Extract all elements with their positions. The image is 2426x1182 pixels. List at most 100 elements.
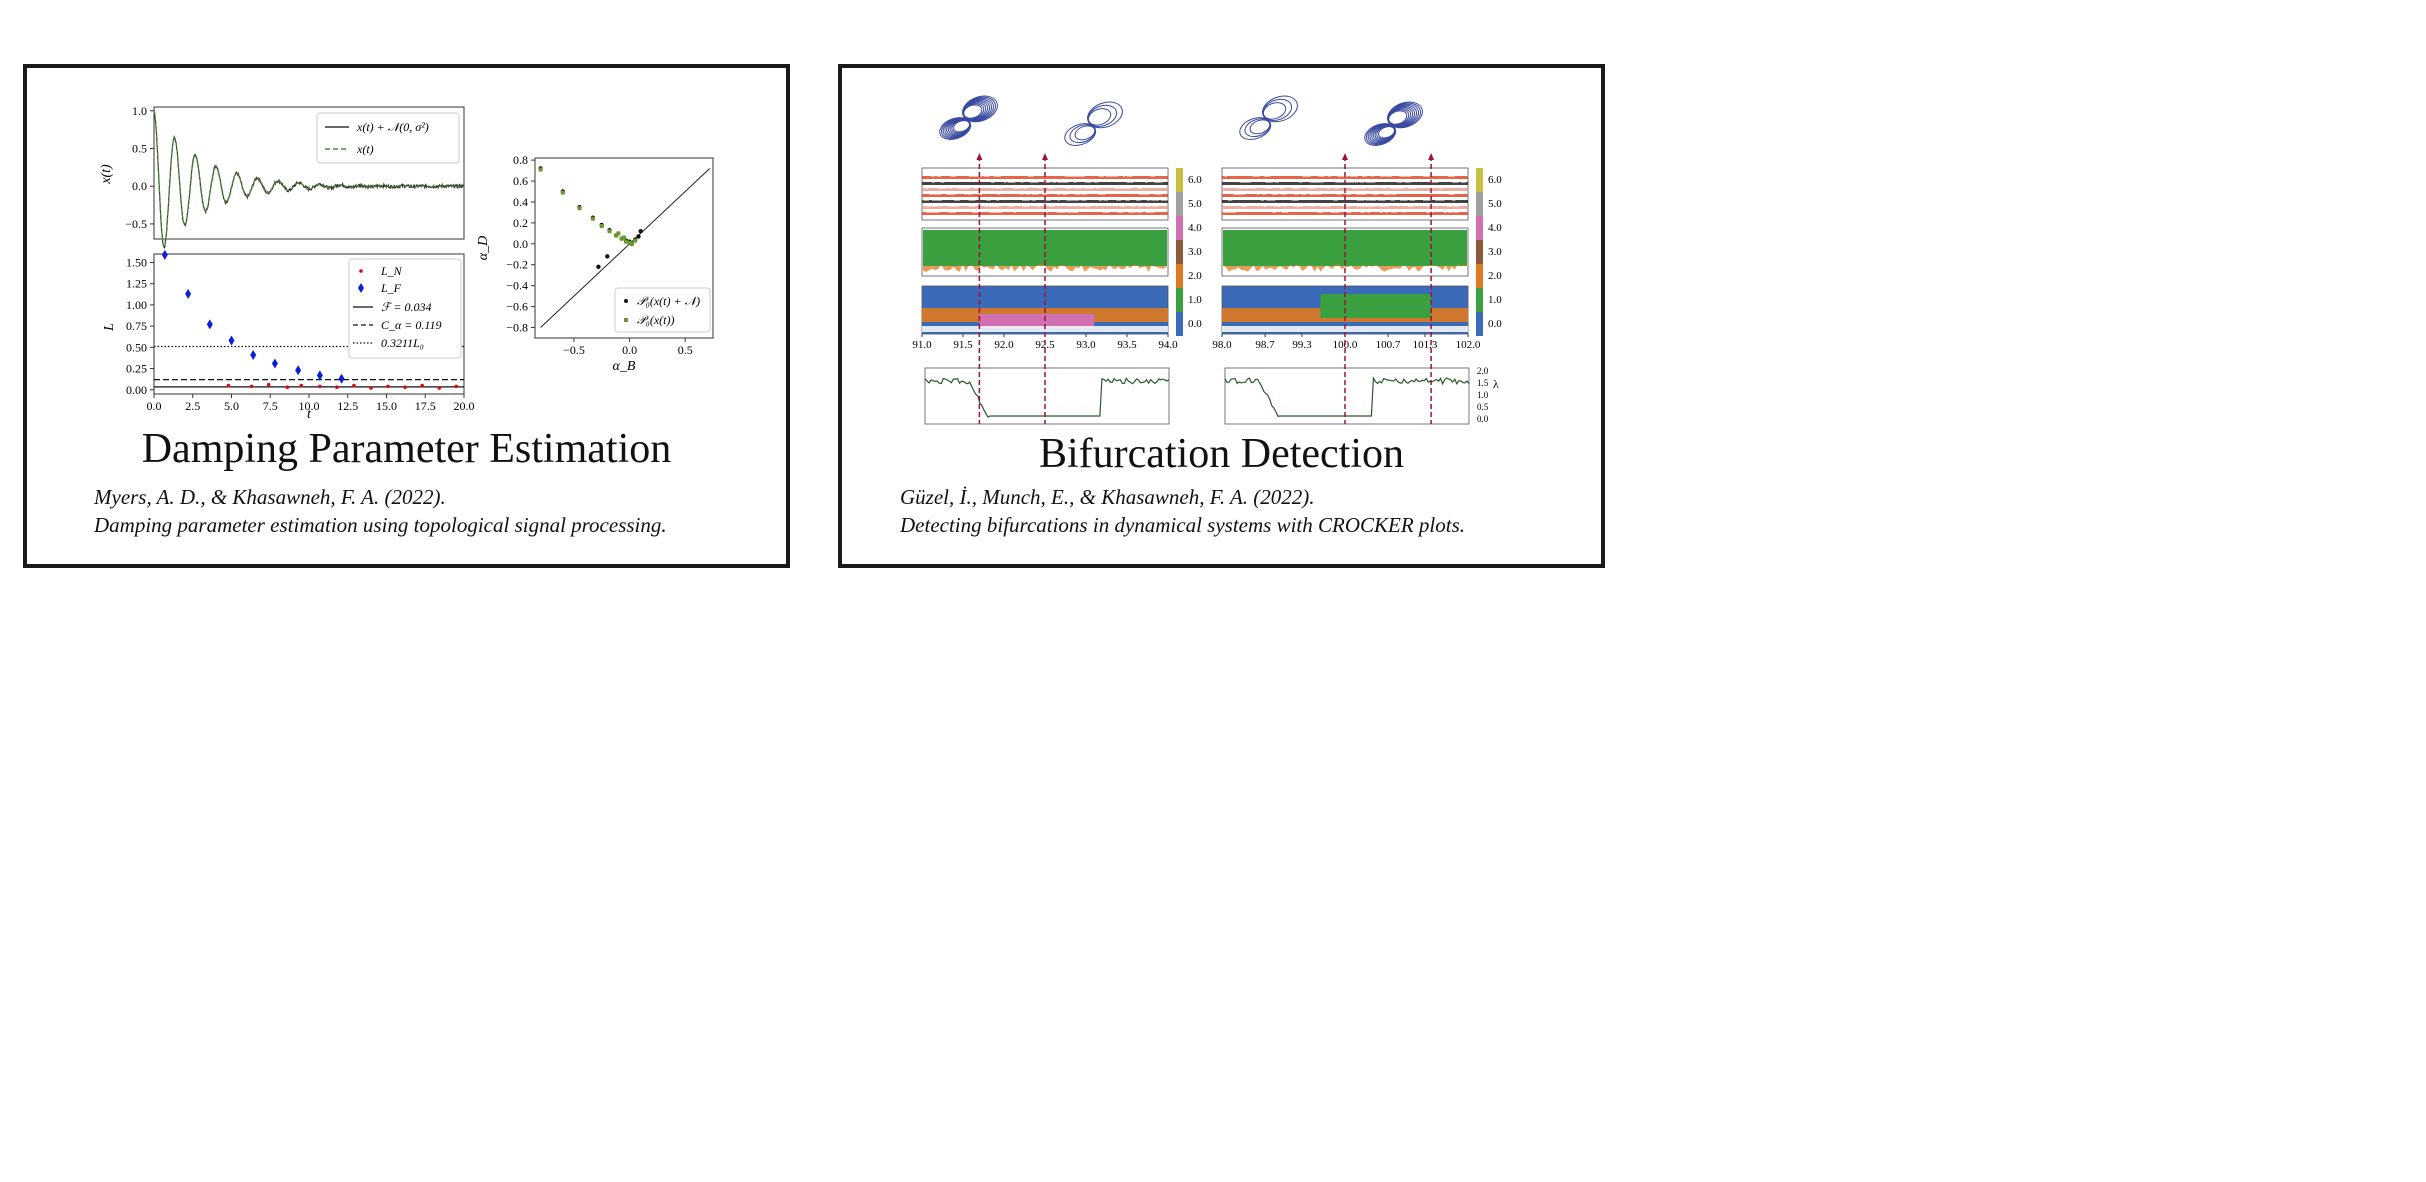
- lambda-ytick-label: 2.0: [1477, 366, 1489, 376]
- crocker-xtick-label: 99.3: [1292, 339, 1312, 351]
- crocker-colorbar: 6.05.04.03.02.01.00.0: [1176, 168, 1202, 336]
- colorbar-tick-label: 0.0: [1488, 318, 1502, 330]
- lifetime-xtick-label: 15.0: [376, 399, 397, 413]
- lambda-ytick-label: 0.5: [1477, 402, 1489, 412]
- lifetime-xtick-label: 10.0: [299, 399, 320, 413]
- ln-point: [226, 383, 231, 388]
- ln-point: [352, 383, 356, 388]
- crocker-colorbar: 6.05.04.03.02.01.00.0: [1476, 168, 1502, 336]
- pd-noisy-point: [605, 254, 610, 259]
- pd-noisy-point: [636, 234, 641, 239]
- ln-point: [335, 385, 339, 390]
- legend-calpha-label: C_α = 0.119: [381, 318, 442, 332]
- pd-noisy-point: [596, 264, 601, 270]
- bifurcation-citation-authors: Güzel, İ., Munch, E., & Khasawneh, F. A.…: [900, 485, 1315, 509]
- signal-ytick-label: 0.0: [132, 179, 147, 193]
- damping-citation-paper: Damping parameter estimation using topol…: [94, 513, 667, 537]
- clean-signal-line: [153, 110, 464, 248]
- crocker-xtick-label: 101.3: [1413, 339, 1438, 351]
- pd-xtick-label: 0.0: [622, 343, 637, 357]
- lf-point: [295, 365, 302, 376]
- ln-point: [403, 385, 407, 390]
- crocker-xtick-label: 91.5: [953, 339, 973, 351]
- attractor-sketch: [1064, 101, 1123, 146]
- pd-ytick-label: 0.8: [513, 153, 528, 167]
- legend-clean-label: x(t): [356, 142, 374, 156]
- attractor-sketch: [1239, 95, 1298, 140]
- pd-clean-point: [538, 167, 543, 172]
- crocker-group-right: 98.098.799.3100.0100.7101.3102.06.05.04.…: [1212, 95, 1502, 425]
- pd-clean-point: [627, 240, 632, 245]
- signal-ylabel: x(t): [99, 164, 114, 185]
- lifetime-xlabel: t: [307, 407, 312, 422]
- lambda-ylabel: λ: [1493, 377, 1499, 391]
- colorbar-tick-label: 2.0: [1488, 270, 1502, 282]
- pd-ylabel: α_D: [476, 236, 491, 260]
- crocker-xtick-label: 93.0: [1076, 339, 1096, 351]
- colorbar-tick-label: 1.0: [1188, 294, 1202, 306]
- lifetime-legend: L_N L_F ℱ = 0.034 C_α = 0.119 0.3211L₀: [348, 258, 462, 359]
- signal-axes: [153, 106, 465, 240]
- lifetime-ylabel: L: [102, 323, 117, 332]
- lf-point: [271, 358, 278, 369]
- colorbar-tick-label: 2.0: [1188, 270, 1202, 282]
- signal-ytick-label: −0.5: [125, 217, 147, 231]
- lambda-plot: [924, 367, 1170, 425]
- crocker-xtick-label: 102.0: [1456, 339, 1481, 351]
- lf-point: [338, 373, 345, 384]
- lifetime-xtick-label: 12.5: [337, 399, 358, 413]
- pd-xtick-label: −0.5: [563, 343, 585, 357]
- attractor-sketch: [1364, 101, 1423, 146]
- legend-pd-clean-label: 𝒫₀(x(t)): [637, 313, 674, 327]
- ln-point: [369, 386, 373, 390]
- ln-point: [386, 384, 390, 389]
- legend-lf-label: L_F: [380, 281, 402, 295]
- ln-point: [299, 383, 304, 388]
- pd-ytick-label: −0.4: [506, 279, 528, 293]
- pd-clean-point: [607, 229, 612, 234]
- lambda-ytick-label: 0.0: [1477, 414, 1489, 424]
- lf-point: [206, 319, 213, 330]
- lifetime-xtick-label: 2.5: [185, 399, 200, 413]
- colorbar-tick-label: 4.0: [1188, 222, 1202, 234]
- lambda-ytick-label: 1.0: [1477, 390, 1489, 400]
- colorbar-tick-label: 1.0: [1488, 294, 1502, 306]
- ln-point: [454, 384, 459, 389]
- pd-clean-point: [622, 235, 626, 240]
- attractor-sketch: [939, 95, 998, 140]
- bifurcation-figure: 91.091.592.092.593.093.594.06.05.04.03.0…: [912, 95, 1502, 425]
- pd-clean-point: [633, 238, 638, 243]
- pd-xtick-label: 0.5: [678, 343, 693, 357]
- colorbar-tick-label: 3.0: [1188, 246, 1202, 258]
- pd-ytick-label: −0.2: [506, 258, 528, 272]
- pd-noisy-point: [638, 229, 643, 234]
- ln-point: [318, 384, 322, 389]
- damped-signal-plot: 1.0 0.5 0.0 −0.5 x(t) x(t) + 𝒩(0, σ²) x(t): [99, 104, 465, 250]
- signal-legend: x(t) + 𝒩(0, σ²) x(t): [316, 112, 460, 164]
- lifetime-xtick-label: 20.0: [454, 399, 475, 413]
- signal-ytick-label: 1.0: [132, 104, 147, 118]
- ln-point: [420, 383, 424, 388]
- ln-point: [266, 382, 271, 387]
- lifetime-xtick-label: 7.5: [263, 399, 278, 413]
- lifetime-xtick-label: 5.0: [224, 399, 239, 413]
- lifetime-ytick-label: 1.50: [126, 255, 147, 269]
- pd-clean-point: [619, 236, 624, 241]
- colorbar-tick-label: 6.0: [1188, 174, 1202, 186]
- legend-noisy-label: x(t) + 𝒩(0, σ²): [356, 120, 429, 134]
- crocker-xticks: 91.091.592.092.593.093.594.0: [912, 334, 1178, 351]
- crocker-group-left: 91.091.592.092.593.093.594.06.05.04.03.0…: [912, 95, 1202, 425]
- legend-f-label: ℱ = 0.034: [381, 300, 432, 314]
- lifetime-ytick-label: 0.50: [126, 340, 147, 354]
- colorbar-tick-label: 4.0: [1488, 222, 1502, 234]
- pd-ytick-label: 0.4: [513, 195, 528, 209]
- colorbar-tick-label: 3.0: [1488, 246, 1502, 258]
- pd-clean-point: [629, 241, 634, 246]
- signal-ytick-label: 0.5: [132, 141, 147, 155]
- pd-legend: 𝒫₀(x(t) + 𝒩) 𝒫₀(x(t)): [614, 287, 711, 333]
- ln-point: [249, 384, 254, 389]
- crocker-xtick-label: 94.0: [1158, 339, 1178, 351]
- legend-l0-label: 0.3211L₀: [381, 336, 424, 350]
- lambda-ytick-label: 1.5: [1477, 378, 1489, 388]
- lifetime-ytick-label: 0.00: [126, 383, 147, 397]
